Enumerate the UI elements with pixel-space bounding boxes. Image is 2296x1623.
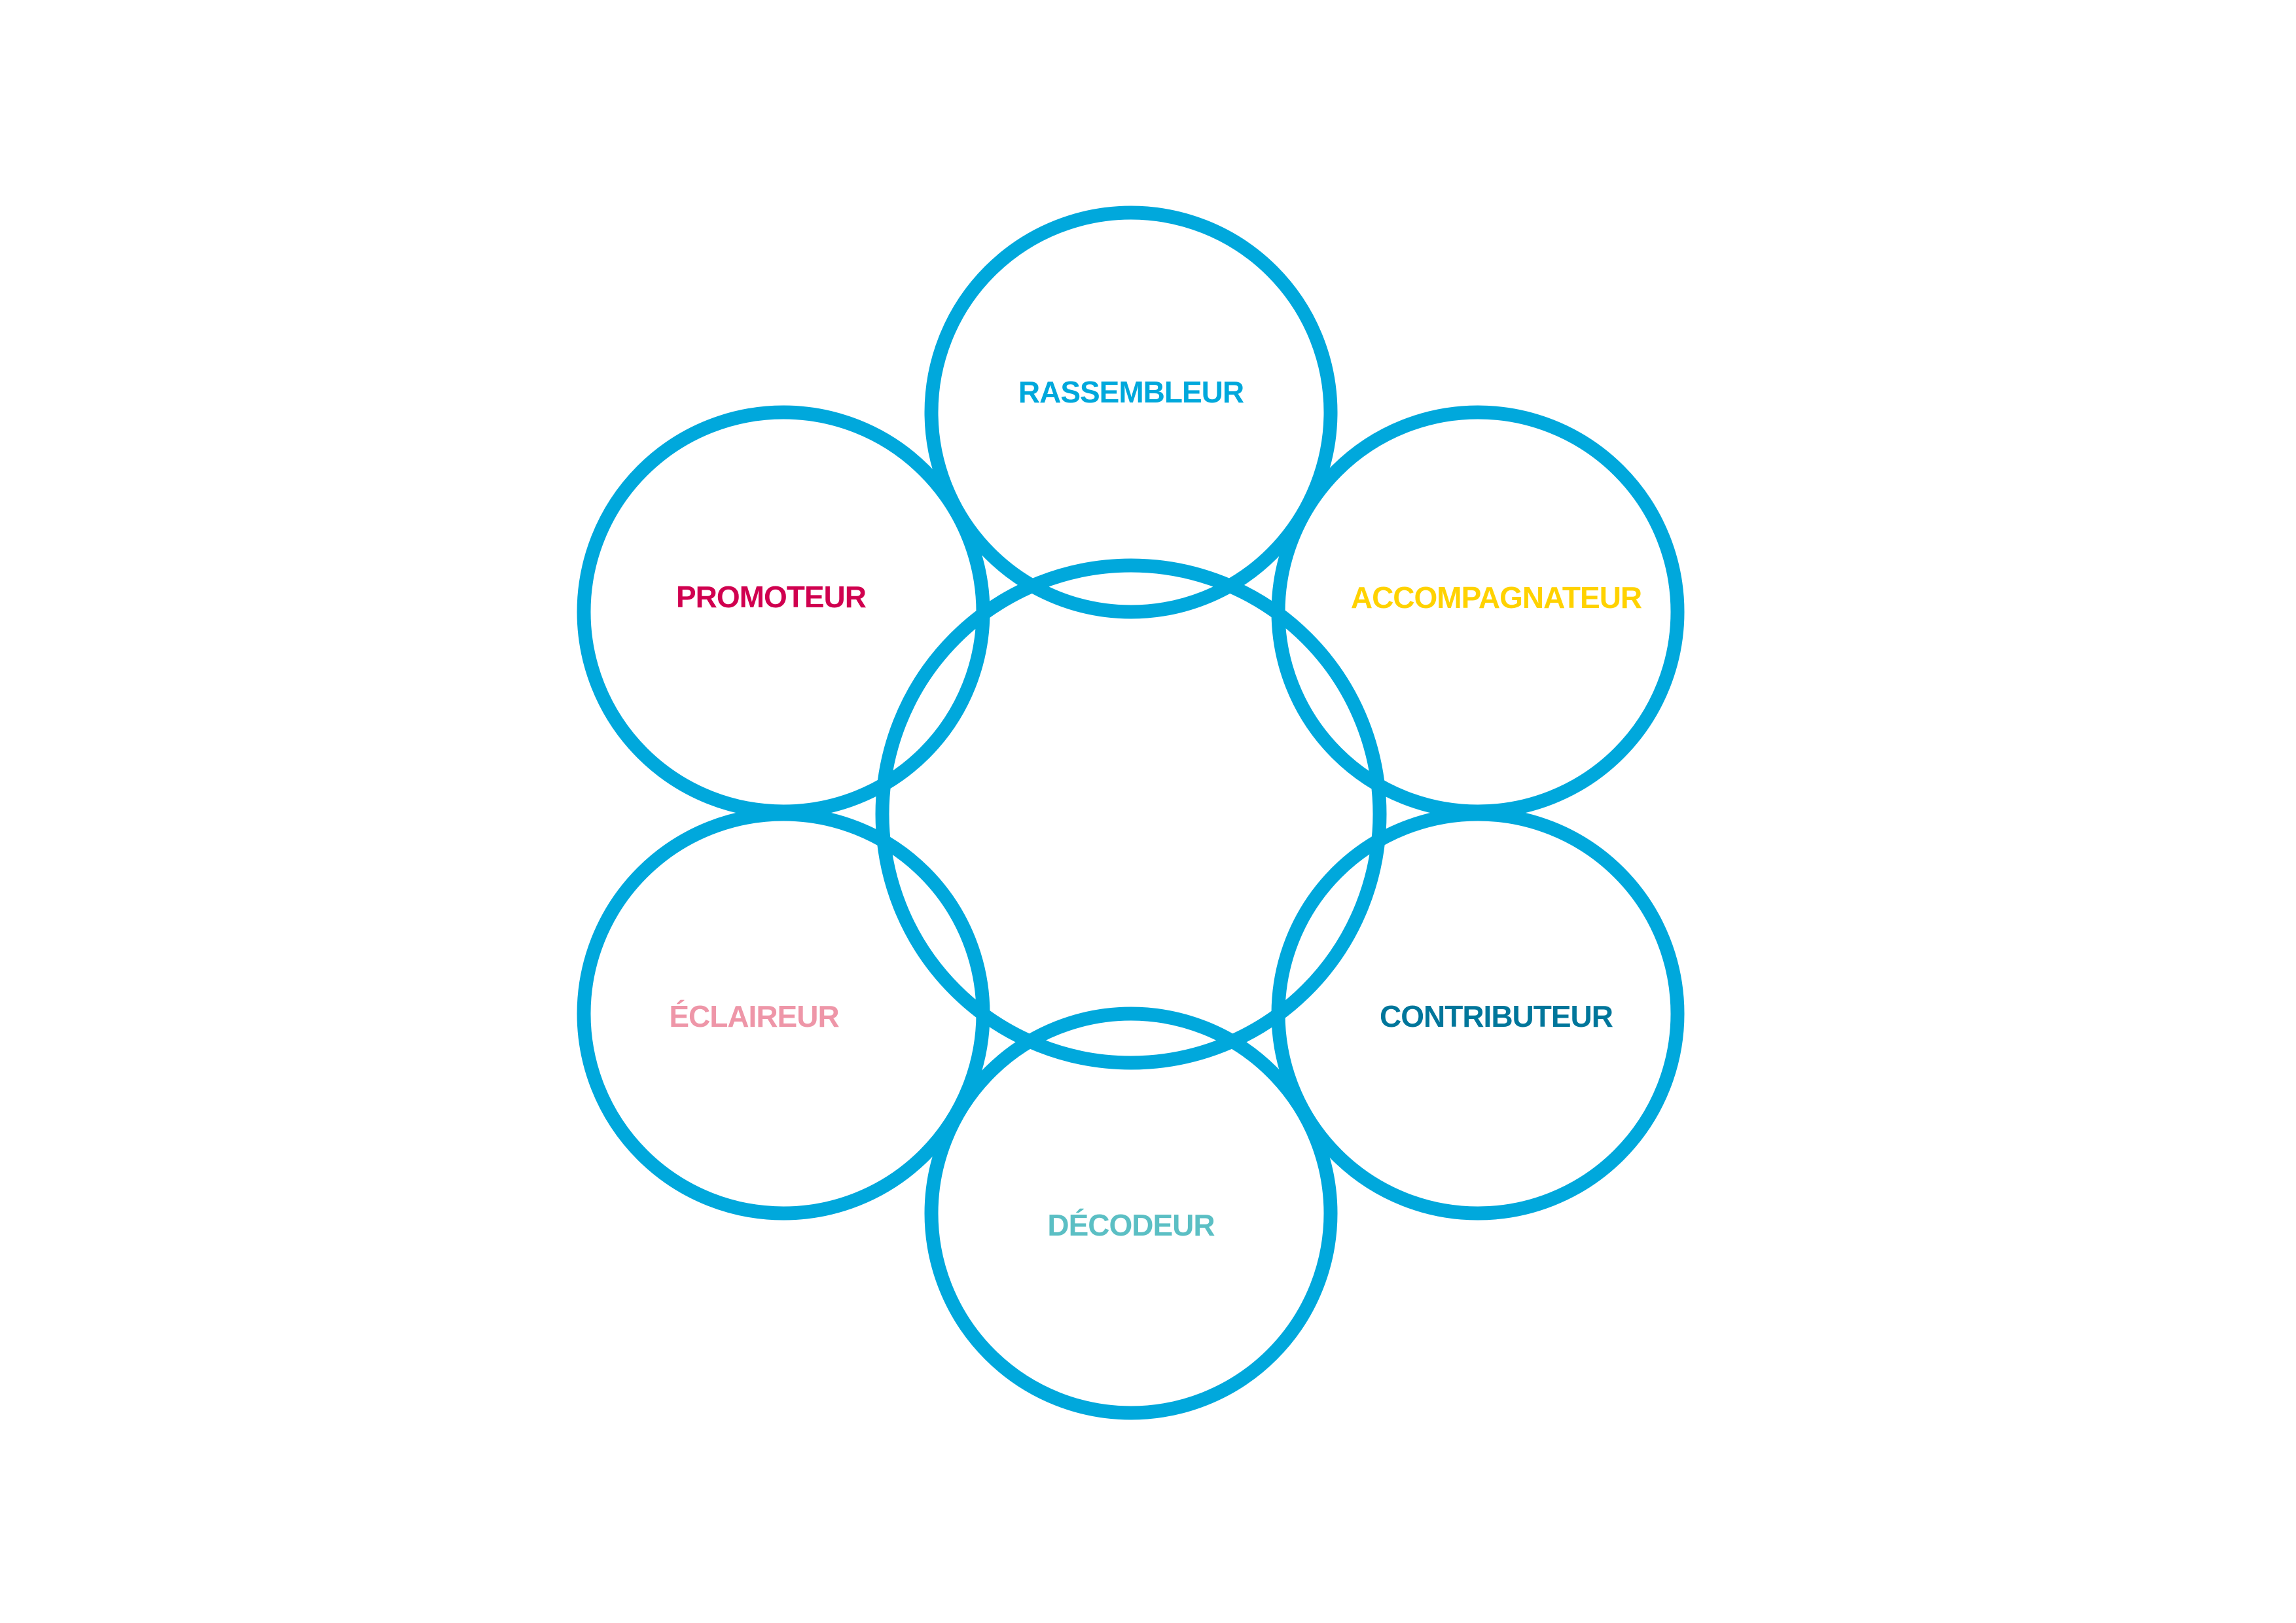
label-contributeur: CONTRIBUTEUR xyxy=(1380,999,1613,1033)
center-ring xyxy=(875,558,1387,1070)
ring-contributeur xyxy=(1271,807,1685,1221)
label-rassembleur: RASSEMBLEUR xyxy=(1018,375,1244,409)
ring-decodeur xyxy=(924,1007,1338,1420)
ring-rassembleur xyxy=(924,205,1338,619)
label-decodeur: DÉCODEUR xyxy=(1047,1208,1215,1242)
ring-promoteur xyxy=(577,405,990,819)
label-eclaireur: ÉCLAIREUR xyxy=(669,999,839,1033)
label-accompagnateur: ACCOMPAGNATEUR xyxy=(1351,580,1642,615)
label-promoteur: PROMOTEUR xyxy=(676,580,867,614)
